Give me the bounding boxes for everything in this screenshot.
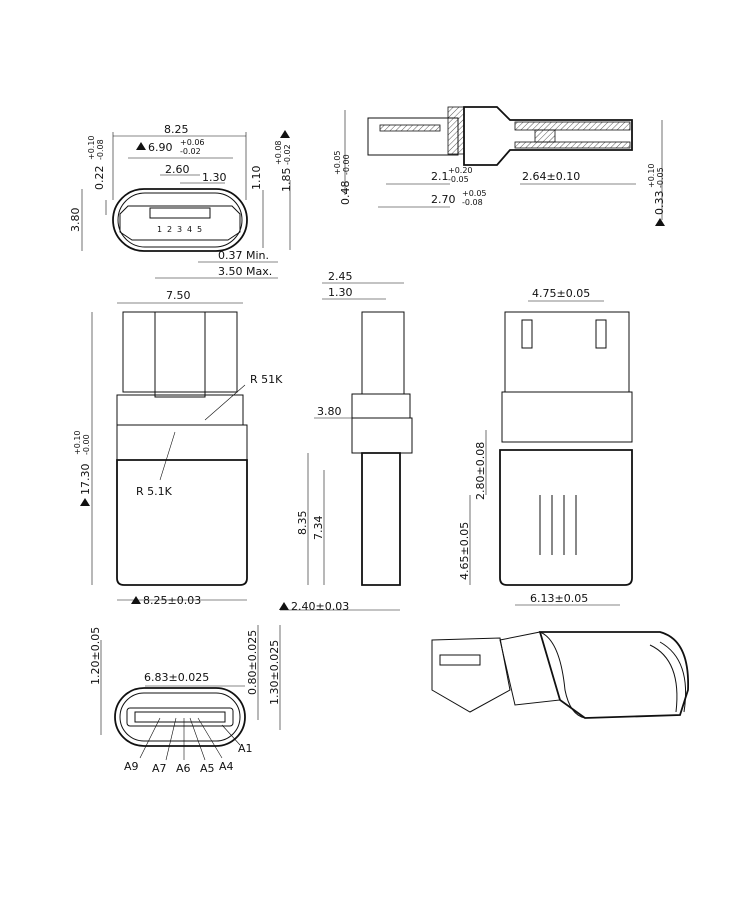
isometric-view — [431, 631, 689, 719]
tol-plus: +0.05 — [333, 150, 342, 175]
pin-label-a4: A4 — [219, 760, 234, 773]
dim-side-w3: 3.80 — [317, 405, 342, 418]
pin-label: 2 — [167, 225, 172, 234]
tol-minus: -0.00 — [82, 434, 91, 455]
tol-minus: -0.08 — [462, 198, 483, 207]
dim-len-a: 2.1 — [431, 170, 449, 183]
dim-back-h1: 2.80±0.08 — [474, 442, 487, 500]
dim-thickness: 0.48 — [339, 181, 352, 206]
dim-inner-width: 6.90 — [148, 141, 173, 154]
dim-pin-span: 2.60 — [165, 163, 190, 176]
tol-minus: -0.05 — [656, 167, 665, 188]
tol-minus: -0.00 — [342, 154, 351, 175]
tol-minus: -0.05 — [448, 175, 469, 184]
pin-label: 4 — [187, 225, 192, 234]
dim-depth: 1.10 — [250, 166, 263, 191]
dim-len-b: 2.70 — [431, 193, 456, 206]
tol-plus: +0.10 — [73, 430, 82, 455]
dim-typec-h2: 0.80±0.025 — [246, 630, 259, 695]
dim-typec-width: 6.83±0.025 — [144, 671, 209, 684]
side-view: 2.45 1.30 3.80 8.35 7.34 2.40±0.03 — [279, 270, 413, 613]
dim-back-top: 4.75±0.05 — [532, 287, 590, 300]
pin-label: 5 — [197, 225, 202, 234]
dim-bottom-width: 8.25±0.03 — [143, 594, 201, 607]
resistor-label-51k: R 51K — [250, 373, 283, 386]
dim-top-width: 7.50 — [166, 289, 191, 302]
pin-label-a9: A9 — [124, 760, 139, 773]
tol-minus: -0.08 — [96, 139, 105, 160]
pin-numbers: 1 2 3 4 5 — [157, 225, 202, 234]
dim-typec-h1: 1.20±0.05 — [89, 627, 102, 685]
dim-pin-max: 3.50 Max. — [218, 265, 272, 278]
dim-side-bottom: 2.40±0.03 — [291, 600, 349, 613]
dim-length: 17.30 — [79, 464, 92, 496]
tol-plus: +0.08 — [274, 140, 283, 165]
dim-typec-h3: 1.30±0.025 — [268, 640, 281, 705]
dim-depth2: 1.85 — [280, 168, 293, 193]
front-view: 7.50 17.30 +0.10 -0.00 R 51K R 5.1K 8.25… — [73, 289, 283, 607]
dim-side-h2: 7.34 — [312, 516, 325, 541]
back-view: 4.75±0.05 2.80±0.08 4.65±0.05 6.13±0.05 — [458, 287, 633, 606]
dim-side-w1: 2.45 — [328, 270, 353, 283]
dim-side-w2: 1.30 — [328, 286, 353, 299]
tol-plus: +0.05 — [462, 189, 487, 198]
dim-side-h1: 8.35 — [296, 511, 309, 536]
dim-back-bottom: 6.13±0.05 — [530, 592, 588, 605]
dim-back-h2: 4.65±0.05 — [458, 522, 471, 580]
dim-height: 3.80 — [69, 208, 82, 233]
tol-plus: +0.06 — [180, 138, 205, 147]
typec-face-view: 6.83±0.025 1.20±0.05 0.80±0.025 1.30±0.0… — [89, 625, 281, 775]
resistor-label-5k1: R 5.1K — [136, 485, 173, 498]
tol-plus: +0.10 — [647, 163, 656, 188]
dim-len-c: 2.64±0.10 — [522, 170, 580, 183]
pin-label-a1: A1 — [238, 742, 253, 755]
pin-label-a6: A6 — [176, 762, 191, 775]
tol-plus: +0.10 — [87, 135, 96, 160]
pin-label: 3 — [177, 225, 182, 234]
face-view: 1 2 3 4 5 8.25 6.90 +0.06 -0.02 2.60 1.3… — [69, 123, 293, 279]
tol-plus: +0.20 — [448, 166, 473, 175]
dim-gap: 0.33 — [653, 191, 666, 216]
dim-pin-min: 0.37 Min. — [218, 249, 269, 262]
dim-pin-half: 1.30 — [202, 171, 227, 184]
pin-label-a7: A7 — [152, 762, 167, 775]
dim-overall-width: 8.25 — [164, 123, 189, 136]
tol-minus: -0.02 — [180, 147, 201, 156]
dim-offset: 0.22 — [93, 166, 106, 191]
section-view: 0.48 +0.05 -0.00 2.1 +0.20 -0.05 2.70 +0… — [333, 106, 666, 226]
pin-label: 1 — [157, 225, 162, 234]
tol-minus: -0.02 — [283, 144, 292, 165]
pin-label-a5: A5 — [200, 762, 215, 775]
